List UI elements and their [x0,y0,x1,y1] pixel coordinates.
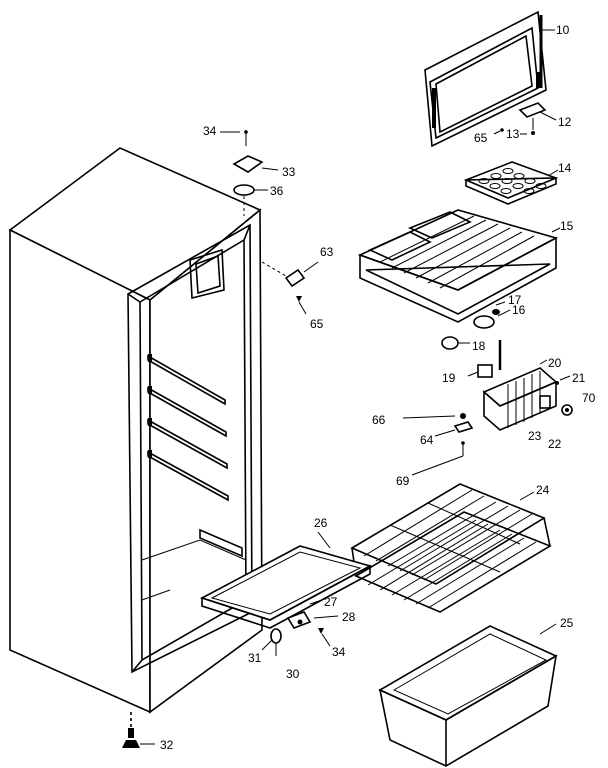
label-20: 20 [548,356,562,370]
ice-tray [463,161,559,205]
label-30: 30 [286,667,300,681]
label-32: 32 [160,738,174,752]
label-21: 21 [572,371,586,385]
label-31: 31 [248,651,262,665]
label-10: 10 [556,23,570,37]
label-34-bottom: 34 [332,645,346,659]
freezer-door [424,10,555,148]
label-26: 26 [314,516,328,530]
label-14: 14 [558,161,572,175]
freezer-compartment [357,209,561,323]
label-23: 23 [528,429,542,443]
label-69: 69 [396,474,410,488]
label-12: 12 [558,115,572,129]
hinge-parts [493,102,557,135]
small-fasteners [402,413,474,476]
light-assembly [441,301,511,350]
label-19: 19 [442,371,456,385]
glass-shelf [199,531,373,629]
shelf-rails [147,354,243,558]
label-28: 28 [342,610,356,624]
top-hinge-parts [220,130,279,216]
crisper-parts [261,599,339,656]
label-22: 22 [548,437,562,451]
shelf-support [261,261,319,315]
control-assembly [467,340,573,431]
label-70: 70 [582,391,596,405]
label-24: 24 [536,483,550,497]
wire-shelf [350,483,552,613]
label-16: 16 [512,303,526,317]
label-36: 36 [270,184,284,198]
label-33: 33 [282,165,296,179]
label-25: 25 [560,616,574,630]
label-63: 63 [320,245,334,259]
label-66: 66 [372,413,386,427]
label-13: 13 [506,127,520,141]
crisper-drawer [378,623,558,767]
label-34-top: 34 [203,124,217,138]
label-18: 18 [472,339,486,353]
callout-labels: 10 12 13 65 14 15 34 33 36 63 65 17 16 1… [160,23,596,752]
leveling-leg [122,712,155,748]
refrigerator-cabinet [8,147,263,714]
label-64: 64 [420,433,434,447]
label-15: 15 [560,219,574,233]
label-27: 27 [324,595,338,609]
label-65-mid: 65 [310,317,324,331]
label-17: 17 [508,293,522,307]
label-65-top: 65 [474,131,488,145]
